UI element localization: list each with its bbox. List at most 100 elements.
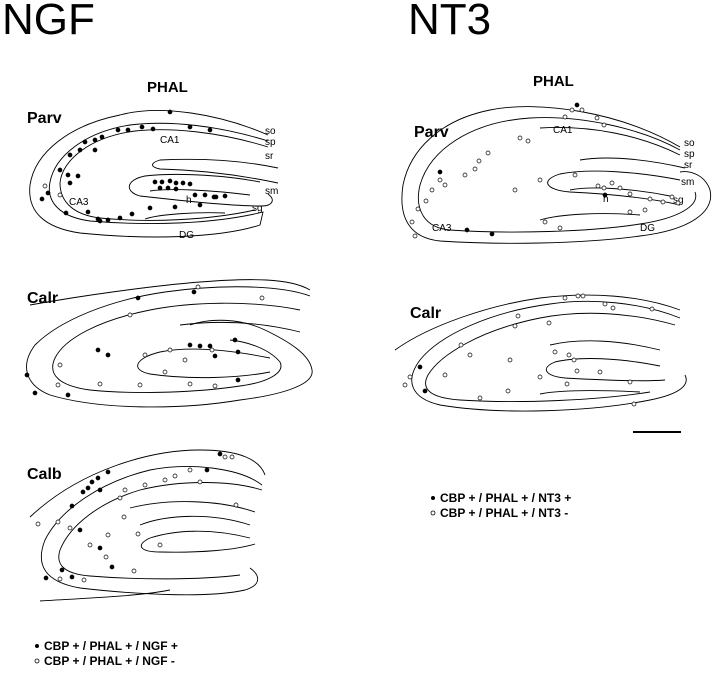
cell-negative-marker [602, 301, 608, 307]
legend-open-marker [34, 658, 40, 664]
cell-negative-marker [542, 219, 548, 225]
cell-positive-marker [57, 167, 63, 173]
cell-positive-marker [95, 475, 101, 481]
cell-negative-marker [127, 312, 133, 318]
cell-negative-marker [137, 382, 143, 388]
cell-positive-marker [105, 217, 111, 223]
cell-negative-marker [575, 293, 581, 299]
nt3-parv-ca3: CA3 [432, 223, 452, 234]
cell-positive-marker [167, 178, 173, 184]
cell-positive-marker [172, 204, 178, 210]
cell-positive-marker [187, 181, 193, 187]
cell-negative-marker [462, 172, 468, 178]
cell-negative-marker [423, 198, 429, 204]
cell-positive-marker [180, 180, 186, 186]
cell-positive-marker [192, 192, 198, 198]
cell-negative-marker [429, 187, 435, 193]
cell-positive-marker [109, 564, 115, 570]
cell-negative-marker [627, 379, 633, 385]
cell-negative-marker [442, 182, 448, 188]
cell-negative-marker [580, 293, 586, 299]
cell-positive-marker [45, 190, 51, 196]
cell-negative-marker [515, 313, 521, 319]
cell-negative-marker [669, 194, 675, 200]
legend-filled-marker [431, 496, 435, 500]
nt3-calr-section [394, 294, 687, 412]
cell-positive-marker [32, 390, 38, 396]
ngf-parv-h: h [186, 195, 192, 206]
cell-negative-marker [601, 185, 607, 191]
cell-negative-marker [415, 206, 421, 212]
nt3-parv-section: CA1 CA3 h DG so sp sr sm sg [401, 106, 712, 244]
cell-negative-marker [197, 479, 203, 485]
cell-negative-marker [162, 369, 168, 375]
cell-negative-marker [142, 482, 148, 488]
ngf-parv-sr: sr [265, 151, 274, 162]
cell-positive-marker [202, 192, 208, 198]
cell-negative-marker [512, 187, 518, 193]
cell-positive-marker [97, 218, 103, 224]
ngf-parv-sp: sp [265, 137, 276, 148]
cell-negative-marker [259, 295, 265, 301]
cell-positive-marker [204, 467, 210, 473]
cell-positive-marker [75, 173, 81, 179]
cell-positive-marker [173, 186, 179, 192]
cell-negative-marker [512, 323, 518, 329]
cell-negative-marker [135, 531, 141, 537]
cell-positive-marker [95, 347, 101, 353]
cell-positive-marker [150, 126, 156, 132]
cell-positive-marker [173, 180, 179, 186]
cell-positive-marker [235, 349, 241, 355]
cell-positive-marker [67, 180, 73, 186]
nt3-parv-sr: sr [684, 160, 693, 171]
cell-positive-marker [197, 343, 203, 349]
cell-negative-marker [597, 369, 603, 375]
cell-positive-marker [77, 147, 83, 153]
cell-negative-marker [562, 114, 568, 120]
cell-negative-marker [610, 305, 616, 311]
ngf-phal-label: PHAL [147, 79, 188, 96]
cell-negative-marker [557, 225, 563, 231]
cell-negative-marker [142, 352, 148, 358]
nt3-legend-positive: CBP + / PHAL + / NT3 + [440, 491, 571, 505]
cell-negative-marker [609, 180, 615, 186]
cell-negative-marker [42, 183, 48, 189]
ngf-calr-label: Calr [27, 290, 58, 307]
ngf-heading: NGF [2, 0, 95, 44]
nt3-legend-negative: CBP + / PHAL + / NT3 - [440, 506, 568, 520]
ngf-parv-sm: sm [265, 186, 278, 197]
cell-negative-marker [631, 401, 637, 407]
cell-positive-marker [207, 343, 213, 349]
cell-positive-marker [24, 372, 30, 378]
cell-negative-marker [574, 368, 580, 374]
cell-negative-marker [566, 352, 572, 358]
cell-negative-marker [97, 381, 103, 387]
cell-positive-marker [99, 134, 105, 140]
ngf-parv-sg: sg [252, 203, 263, 214]
legend-open-marker [430, 510, 436, 516]
cell-positive-marker [129, 211, 135, 217]
cell-positive-marker [187, 342, 193, 348]
cell-negative-marker [627, 191, 633, 197]
nt3-calr-label: Calr [410, 305, 441, 322]
cell-negative-marker [67, 525, 73, 531]
legend-filled-marker [35, 644, 39, 648]
cell-negative-marker [212, 383, 218, 389]
cell-positive-marker [464, 227, 470, 233]
cell-positive-marker [67, 152, 73, 158]
cell-negative-marker [660, 199, 666, 205]
cell-negative-marker [525, 138, 531, 144]
cell-negative-marker [594, 115, 600, 121]
cell-negative-marker [57, 576, 63, 582]
cell-positive-marker [39, 196, 45, 202]
cell-negative-marker [476, 158, 482, 164]
ngf-parv-ca3: CA3 [69, 197, 89, 208]
cell-negative-marker [402, 382, 408, 388]
cell-positive-marker [602, 192, 608, 198]
ngf-calb-label: Calb [27, 466, 62, 483]
cell-negative-marker [505, 388, 511, 394]
cell-negative-marker [601, 122, 607, 128]
cell-positive-marker [167, 109, 173, 115]
cell-negative-marker [117, 495, 123, 501]
cell-positive-marker [65, 392, 71, 398]
